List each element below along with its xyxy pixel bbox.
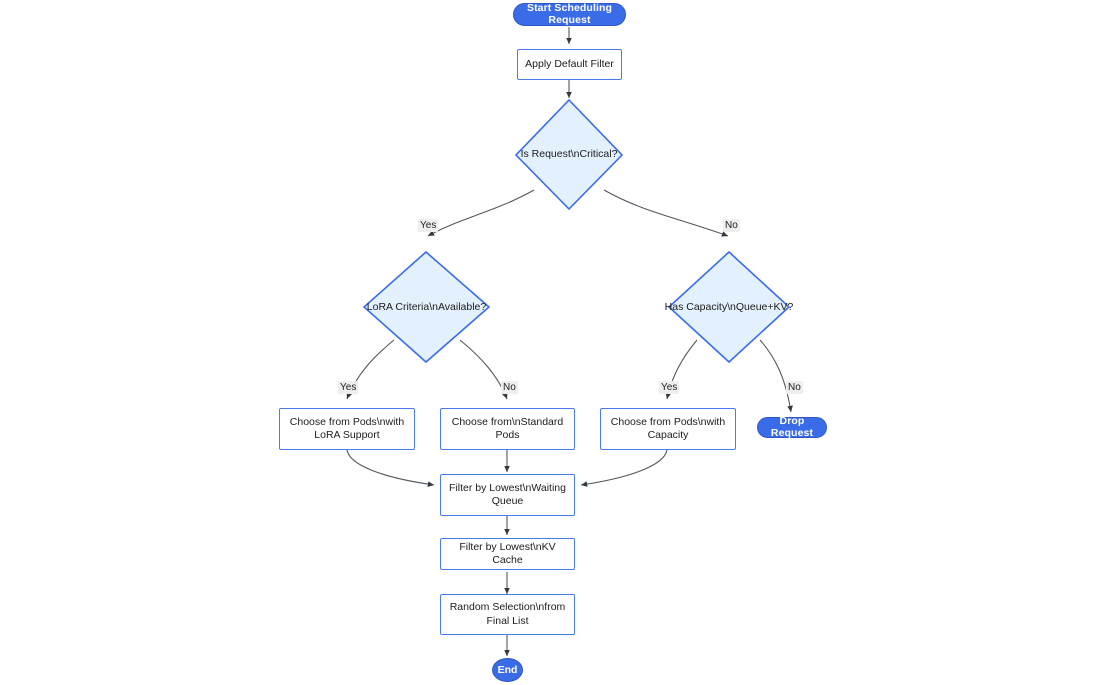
node-random-selection-line1: Random Selection\nfrom <box>449 601 566 614</box>
node-choose-lora-pods-line2: LoRA Support <box>314 429 380 441</box>
node-choose-lora-pods[interactable]: Choose from Pods\nwith LoRA Support <box>279 408 415 450</box>
edge-critical-yes-to-lora <box>427 189 535 237</box>
node-random-selection-line2: Final List <box>486 614 529 627</box>
node-filter-kv-cache-label: Filter by Lowest\nKV Cache <box>459 540 556 566</box>
node-start-label: Start Scheduling Request <box>526 1 613 26</box>
edge-label-critical-yes-text: Yes <box>420 220 437 231</box>
node-apply-default-filter-label: Apply Default Filter <box>525 57 614 70</box>
edge-label-capacity-no: No <box>786 381 803 394</box>
node-apply-default-filter[interactable]: Apply Default Filter <box>517 49 622 80</box>
node-random-selection[interactable]: Random Selection\nfrom Final List <box>440 594 575 635</box>
node-choose-capacity-pods-line2: Capacity <box>647 429 689 441</box>
edge-label-lora-no-text: No <box>503 382 516 393</box>
edge-critical-no-to-capacity <box>603 189 729 237</box>
edge-label-capacity-yes-text: Yes <box>661 382 678 393</box>
node-choose-standard-pods[interactable]: Choose from\nStandard Pods <box>440 408 575 450</box>
node-choose-standard-pods-line1: Choose from\nStandard <box>451 415 564 428</box>
node-end-label: End <box>497 664 518 676</box>
node-drop-request[interactable]: Drop Request <box>757 414 827 439</box>
node-choose-standard-pods-line2: Pods <box>495 429 520 441</box>
edge-label-critical-yes: Yes <box>418 219 439 232</box>
edge-label-critical-no: No <box>723 219 740 232</box>
node-lora-criteria-available[interactable]: LoRA Criteria\nAvailable? <box>364 252 489 362</box>
node-filter-kv-cache[interactable]: Filter by Lowest\nKV Cache <box>440 538 575 570</box>
node-lora-criteria-available-label: LoRA Criteria\nAvailable? <box>366 300 487 313</box>
node-has-capacity-label: Has Capacity\nQueue+KV? <box>664 300 794 313</box>
node-end[interactable]: End <box>492 658 523 682</box>
decision-shape-capacity <box>667 250 791 364</box>
node-has-capacity[interactable]: Has Capacity\nQueue+KV? <box>665 252 794 362</box>
edge-label-critical-no-text: No <box>725 220 738 231</box>
node-filter-waiting-queue-line2: Queue <box>491 495 524 507</box>
edge-label-lora-no: No <box>501 381 518 394</box>
decision-shape-critical <box>514 98 624 211</box>
edge-label-lora-yes-text: Yes <box>340 382 357 393</box>
edge-capacity-no-to-drop <box>759 339 793 413</box>
edge-label-lora-yes: Yes <box>338 381 359 394</box>
node-filter-waiting-queue[interactable]: Filter by Lowest\nWaiting Queue <box>440 474 575 516</box>
edge-label-capacity-no-text: No <box>788 382 801 393</box>
decision-shape-lora <box>362 250 491 364</box>
node-is-request-critical[interactable]: Is Request\nCritical? <box>516 100 622 209</box>
node-is-request-critical-label: Is Request\nCritical? <box>520 148 618 161</box>
node-start[interactable]: Start Scheduling Request <box>513 1 626 26</box>
node-drop-request-label: Drop Request <box>770 414 814 439</box>
node-filter-waiting-queue-line1: Filter by Lowest\nWaiting <box>449 481 566 494</box>
edge-lora-pods-to-filter-queue <box>346 449 435 487</box>
node-choose-lora-pods-line1: Choose from Pods\nwith <box>289 415 405 428</box>
node-choose-capacity-pods[interactable]: Choose from Pods\nwith Capacity <box>600 408 736 450</box>
edge-capacity-pods-to-filter-queue <box>580 449 668 487</box>
node-choose-capacity-pods-line1: Choose from Pods\nwith <box>610 415 726 428</box>
edge-label-capacity-yes: Yes <box>659 381 680 394</box>
